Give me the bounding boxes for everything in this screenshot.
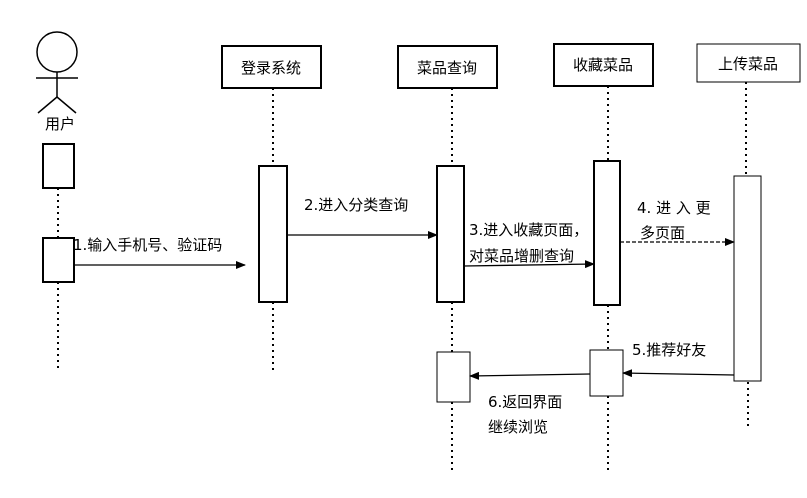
fav-return-activation: [589, 349, 624, 397]
lifeline-query-label: 菜品查询: [417, 59, 477, 77]
message-6-arrow: [469, 371, 591, 380]
message-5-arrow: [622, 369, 735, 378]
lifeline-login-label: 登录系统: [241, 59, 301, 77]
actor-right-leg: [56, 96, 77, 114]
message-4-label-line1: 4. 进 入 更: [637, 199, 711, 217]
message-4-label-line2: 多页面: [640, 224, 685, 242]
message-2-label: 2.进入分类查询: [304, 196, 408, 214]
message-3-arrow: [463, 260, 595, 269]
actor-activation-1: [42, 143, 75, 189]
lifeline-fav-box: [553, 43, 654, 87]
message-5-label: 5.推荐好友: [632, 341, 706, 359]
fav-activation: [593, 160, 621, 306]
lifeline-upload-label: 上传菜品: [718, 55, 778, 73]
user-actor: 用户: [36, 31, 78, 133]
lifeline-login-box: [221, 45, 322, 89]
actor-activation-2: [42, 237, 75, 283]
login-activation: [258, 165, 288, 303]
lifeline-fav: 收藏菜品: [553, 43, 654, 87]
lifeline-login: 登录系统: [221, 45, 322, 89]
actor-left-leg: [37, 96, 58, 114]
upload-activation: [733, 175, 762, 382]
lifeline-upload-box: [696, 43, 801, 83]
actor-head: [36, 31, 78, 73]
message-6-label-line2: 继续浏览: [488, 418, 548, 436]
lifeline-fav-label: 收藏菜品: [573, 56, 633, 74]
lifeline-query: 菜品查询: [397, 45, 498, 89]
actor-label: 用户: [45, 115, 75, 133]
message-1-label: 1.输入手机号、验证码: [73, 236, 222, 254]
lifeline-upload: 上传菜品: [696, 43, 801, 83]
message-3-label-line2: 对菜品增删查询: [469, 247, 574, 265]
message-3-label-line1: 3.进入收藏页面，: [469, 221, 588, 239]
message-6-label-line1: 6.返回界面: [488, 393, 562, 411]
lifeline-query-box: [397, 45, 498, 89]
query-return-activation: [436, 351, 471, 403]
query-activation: [436, 165, 465, 303]
